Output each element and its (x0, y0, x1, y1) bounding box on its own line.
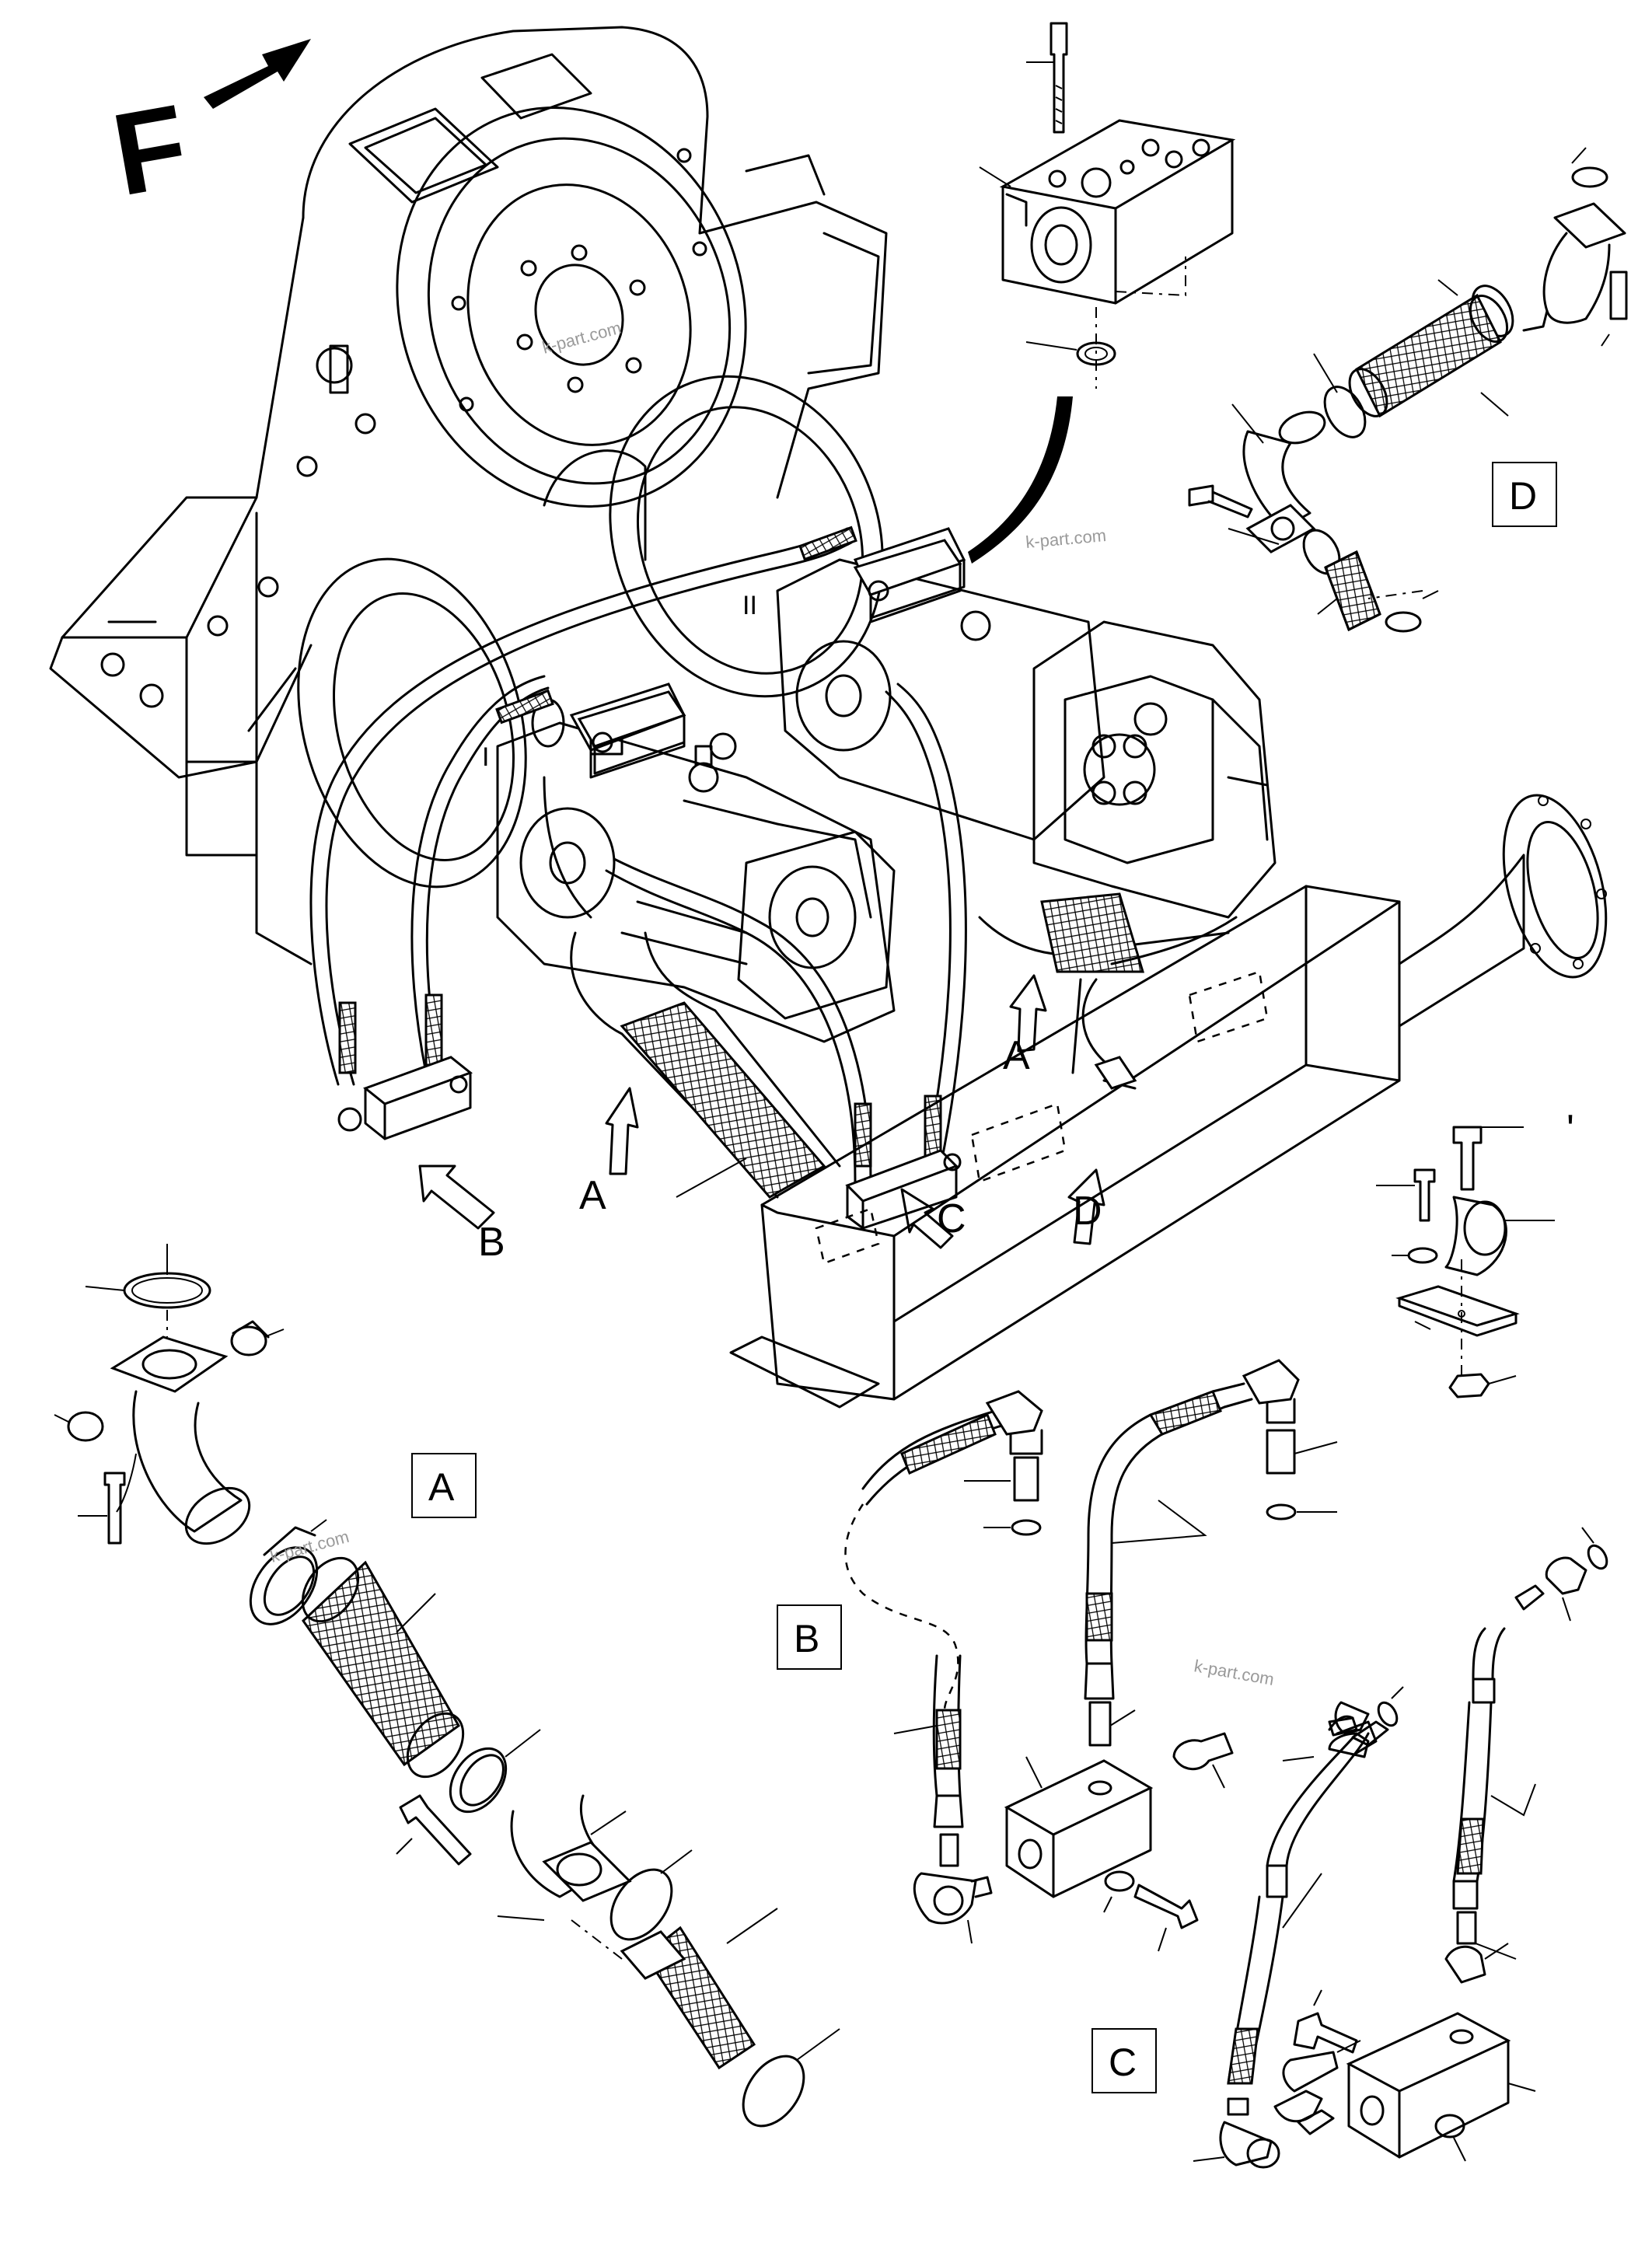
pump-two-mark: II (742, 591, 757, 620)
watermark-2: k-part.com (1025, 525, 1107, 552)
detail-box-b (777, 1604, 842, 1670)
detail-box-c-label: C (1109, 2041, 1137, 2084)
detail-a-suction-pipe: A (54, 1244, 840, 2128)
detail-box-d-label: D (1509, 474, 1537, 518)
suction-pipe-d-main (978, 892, 1238, 1090)
suction-tank (729, 794, 1608, 1409)
transmission-housing (49, 26, 888, 965)
leader-line (676, 1157, 747, 1198)
pump-control-valve-upper (853, 539, 962, 623)
callout-b: B (478, 1220, 505, 1265)
hose-clamp-assembly: ' (1376, 1107, 1574, 1398)
detail-box-c (1091, 2028, 1157, 2093)
detail-d-suction-line: D (1188, 147, 1628, 633)
middle-coupling-flange (543, 375, 884, 698)
suction-pipe-a-main (570, 931, 841, 1199)
detail-box-a-label: A (428, 1465, 455, 1509)
upper-coupling-flange (396, 106, 747, 508)
exploded-view-arrow-icon (968, 396, 1073, 564)
detail-c-hose-block: C (1091, 1527, 1608, 2169)
callout-c: C (937, 1196, 966, 1241)
watermark-4: k-part.com (1193, 1656, 1276, 1689)
forward-direction-marker: F (103, 39, 311, 220)
arrow-d-icon (1067, 1168, 1105, 1245)
lower-coupling-flange (297, 557, 527, 889)
distribution-block-b (337, 1056, 473, 1140)
distribution-block-c (845, 1149, 962, 1230)
arrow-b-icon (418, 1164, 495, 1230)
callout-a-left: A (579, 1173, 606, 1218)
pump-gearbox-block (1032, 620, 1277, 919)
detail-box-d (1492, 462, 1557, 527)
hydraulic-pump-one: I (482, 683, 896, 1043)
pump-control-valve-lower (577, 690, 686, 775)
forward-letter: F (103, 79, 196, 220)
callout-a-right: A (1003, 1033, 1030, 1078)
detail-box-b-label: B (794, 1617, 819, 1660)
stray-mark: ' (1566, 1107, 1574, 1152)
detail-box-a (411, 1453, 477, 1518)
pressure-hoses (309, 525, 967, 1183)
forward-arrow-icon (204, 39, 311, 109)
exploded-control-valve (979, 22, 1236, 389)
arrow-a-right-icon (1009, 974, 1047, 1053)
callout-d: D (1073, 1189, 1102, 1234)
arrow-c-icon (900, 1188, 954, 1249)
pump-one-mark: I (482, 742, 489, 772)
detail-b-hose-block: B (777, 1359, 1338, 1952)
arrow-a-left-icon (605, 1087, 639, 1175)
